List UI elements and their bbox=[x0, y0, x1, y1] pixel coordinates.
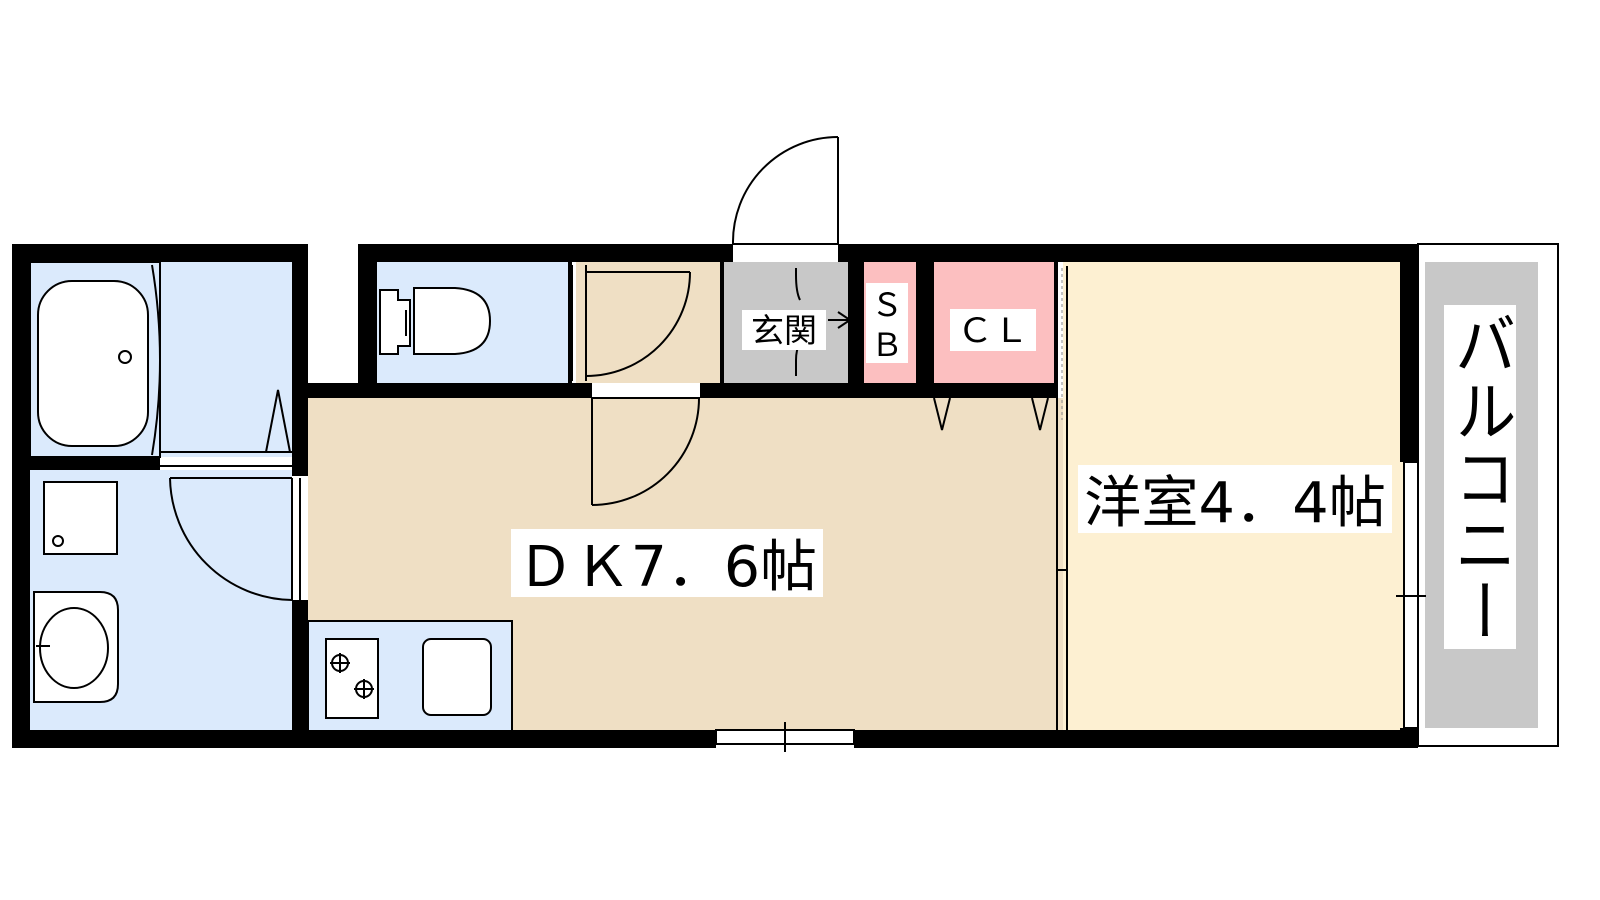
washroom-door bbox=[169, 477, 301, 601]
dk-label: ＤＫ7．6帖 bbox=[517, 535, 817, 600]
stove bbox=[325, 638, 379, 719]
washing-machine bbox=[43, 481, 118, 555]
front-door bbox=[731, 136, 839, 245]
dk-door bbox=[591, 397, 700, 506]
kitchen-counter bbox=[307, 620, 513, 735]
entrance-label-bg bbox=[742, 310, 826, 350]
balcony-rail bbox=[1417, 243, 1559, 747]
bath-door bbox=[160, 389, 292, 467]
closet-label-bg bbox=[950, 309, 1036, 351]
hall-floor bbox=[576, 262, 720, 383]
sink bbox=[422, 638, 492, 716]
closet-label: ＣＬ bbox=[957, 311, 1029, 350]
bathtub bbox=[29, 261, 161, 458]
wash-basin bbox=[33, 591, 119, 703]
balcony-label: バルコニー bbox=[1444, 310, 1517, 644]
balcony-label-bg bbox=[1444, 305, 1516, 649]
shoe-box-label-bottom: Ｂ bbox=[871, 326, 903, 364]
shoe-box-label-top: Ｓ bbox=[871, 286, 903, 324]
entrance-label: 玄関 bbox=[751, 311, 817, 350]
dk-label-bg bbox=[511, 529, 823, 597]
western-room-label-bg bbox=[1078, 465, 1392, 533]
western-room-label: 洋室4．4帖 bbox=[1084, 471, 1386, 536]
walls bbox=[12, 244, 1418, 748]
toilet-fixture bbox=[379, 287, 492, 355]
shoe-box-label-bg bbox=[866, 283, 908, 363]
burner-icon bbox=[330, 653, 374, 699]
